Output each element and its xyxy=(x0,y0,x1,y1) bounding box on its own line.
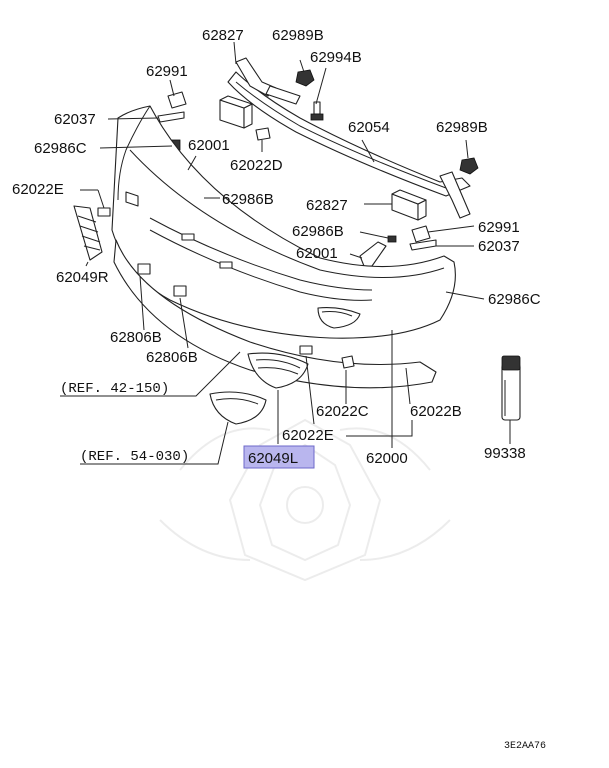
bolt-62994B xyxy=(310,101,324,121)
pad-62827-mid xyxy=(391,189,427,221)
figure-code: 3E2AA76 xyxy=(504,741,546,752)
label-62001-top: 62001 xyxy=(188,137,230,154)
label-62022B: 62022B xyxy=(410,403,462,420)
label-62022C: 62022C xyxy=(316,403,369,420)
nut-62989B-top xyxy=(295,69,315,87)
clip-62022C xyxy=(341,355,355,369)
bumper-face-62000 xyxy=(111,105,456,339)
bracket-62037-left xyxy=(157,111,185,123)
label-62994B: 62994B xyxy=(310,49,362,66)
bracket-62037-right xyxy=(409,239,437,251)
bumper-reinforcement-62054 xyxy=(227,57,471,219)
label-62989B-top: 62989B xyxy=(272,27,324,44)
label-62986B-mid: 62986B xyxy=(292,223,344,240)
side-grille-62049R xyxy=(73,205,111,261)
watermark-emblem xyxy=(159,418,451,582)
clip-62991-left xyxy=(167,91,187,109)
label-62827-mid: 62827 xyxy=(306,197,348,214)
label-62806B-b: 62806B xyxy=(146,349,198,366)
label-62001-mid: 62001 xyxy=(296,245,338,262)
leader-lines xyxy=(60,41,511,465)
label-62827-top: 62827 xyxy=(202,27,244,44)
nut-62022D xyxy=(255,127,271,141)
label-62989B-right: 62989B xyxy=(436,119,488,136)
label-62037-left: 62037 xyxy=(54,111,96,128)
label-99338: 99338 xyxy=(484,445,526,462)
ref-label-54-030: (REF. 54-030) xyxy=(80,449,189,465)
pad-62827-top xyxy=(219,95,253,129)
label-62986C-left: 62986C xyxy=(34,140,87,157)
label-62986B-top: 62986B xyxy=(222,191,274,208)
screw-62986B-mid xyxy=(387,235,397,243)
label-62991-right: 62991 xyxy=(478,219,520,236)
label-62037-right: 62037 xyxy=(478,238,520,255)
label-62991-left: 62991 xyxy=(146,63,188,80)
label-62049R: 62049R xyxy=(56,269,109,286)
label-62022D: 62022D xyxy=(230,157,283,174)
label-62049L[interactable]: 62049L xyxy=(248,450,298,467)
touchup-paint-99338 xyxy=(501,355,521,421)
label-62022E-left: 62022E xyxy=(12,181,64,198)
label-62806B-a: 62806B xyxy=(110,329,162,346)
fog-cover-ref xyxy=(209,391,267,425)
nut-62989B-right xyxy=(459,157,479,175)
label-62022E-bottom: 62022E xyxy=(282,427,334,444)
label-62054: 62054 xyxy=(348,119,390,136)
label-62000: 62000 xyxy=(366,450,408,467)
ref-label-42-150: (REF. 42-150) xyxy=(60,381,169,397)
highlight-box-62049L xyxy=(243,445,315,469)
fog-cover-62049L xyxy=(247,345,313,389)
clip-62991-right xyxy=(411,225,431,243)
bracket-62001-right xyxy=(359,241,387,267)
label-62986C-right: 62986C xyxy=(488,291,541,308)
